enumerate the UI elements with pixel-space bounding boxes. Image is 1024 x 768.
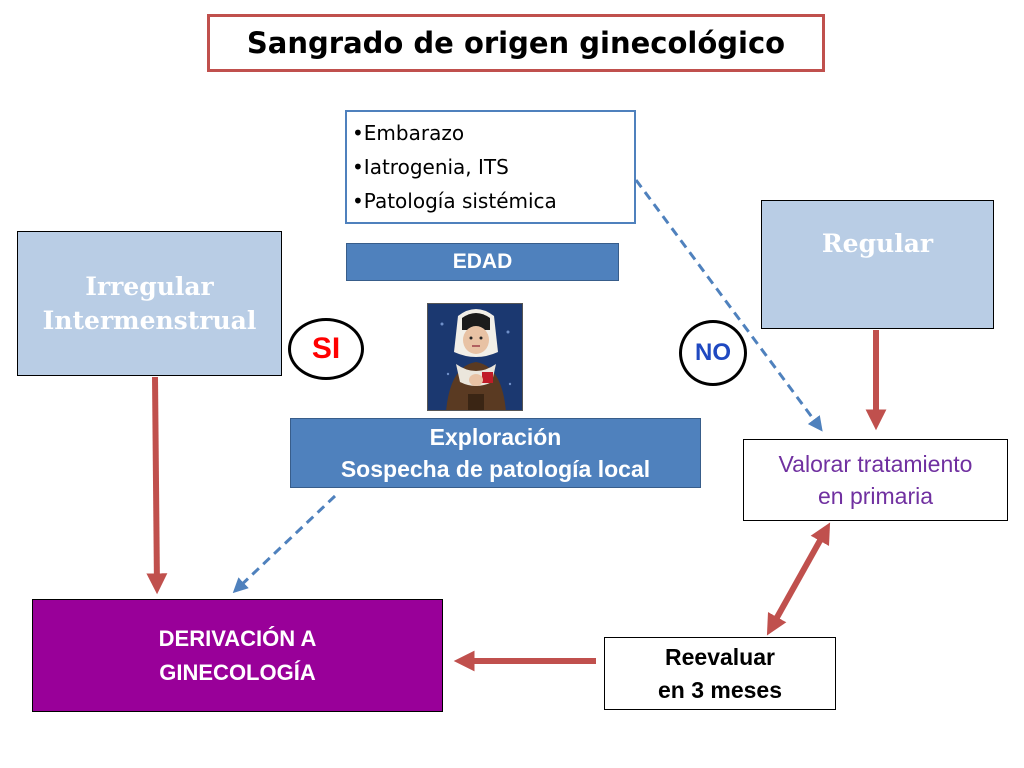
edad-box: EDAD	[346, 243, 619, 281]
valorar-box: Valorar tratamiento en primaria	[743, 439, 1008, 521]
sospecha-label: Sospecha de patología local	[340, 456, 651, 482]
no-label: NO	[695, 339, 731, 366]
arrow-exploration-to-derivation-dashed	[232, 494, 337, 594]
derivation-box: DERIVACIÓN A GINECOLOGÍA	[32, 599, 443, 712]
irregular-box: Irregular Intermenstrual	[17, 231, 282, 376]
reevaluar-line2: en 3 meses	[657, 676, 783, 703]
diagram-title: Sangrado de origen ginecológico	[246, 26, 786, 60]
edad-label: EDAD	[452, 250, 513, 273]
nun-figure-illustration	[428, 304, 522, 410]
painting-image	[427, 303, 523, 411]
irregular-label: Irregular	[85, 271, 214, 301]
causes-box: •Embarazo •Iatrogenia, ITS •Patología si…	[345, 110, 636, 224]
arrow-valorar-reevaluate-bidirectional	[766, 522, 831, 636]
exploracion-label: Exploración	[429, 424, 562, 450]
cause-item: •Iatrogenia, ITS	[352, 155, 509, 179]
no-circle: NO	[679, 320, 747, 386]
title-box: Sangrado de origen ginecológico	[207, 14, 825, 72]
reevaluar-line1: Reevaluar	[665, 643, 775, 670]
valorar-line1: Valorar tratamiento	[778, 451, 973, 477]
exploration-box: Exploración Sospecha de patología local	[290, 418, 701, 488]
arrow-irregular-to-derivation	[146, 376, 168, 595]
derivacion-line1: DERIVACIÓN A	[158, 625, 317, 651]
regular-label: Regular	[821, 229, 934, 258]
derivacion-line2: GINECOLOGÍA	[159, 659, 316, 685]
regular-box: Regular	[761, 200, 994, 329]
si-label: SI	[311, 332, 341, 365]
cause-item: •Embarazo	[352, 121, 465, 145]
cause-item: •Patología sistémica	[352, 189, 557, 213]
reevaluate-box: Reevaluar en 3 meses	[604, 637, 836, 710]
si-circle: SI	[288, 318, 364, 380]
intermenstrual-label: Intermenstrual	[42, 305, 257, 335]
valorar-line2: en primaria	[817, 483, 934, 509]
